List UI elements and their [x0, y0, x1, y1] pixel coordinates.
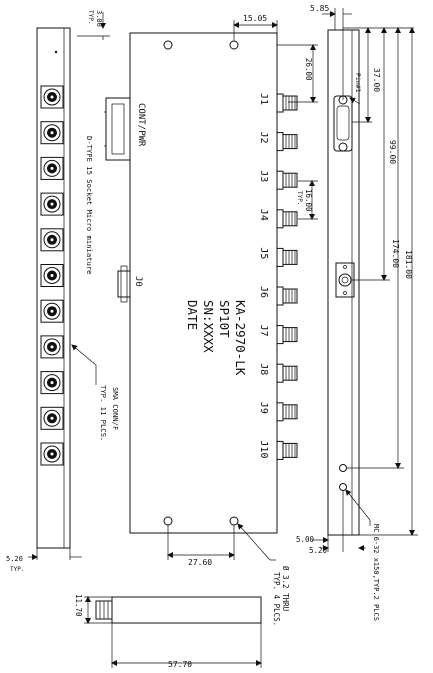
tapped-hole-1: [339, 464, 347, 472]
left-sma-connector-7: [40, 299, 64, 323]
dim-jack-pitch-typ: TYP.: [296, 191, 303, 205]
dim-bottom-left-typ: TYP.: [10, 566, 24, 573]
sma-connector-j1: [276, 93, 298, 113]
date-label: DATE: [185, 300, 200, 330]
port-connector-group: [276, 93, 298, 460]
left-sma-connector-1: [40, 85, 64, 109]
left-sma-connector-group: [40, 50, 64, 466]
mount-hole-top-left: [163, 40, 173, 50]
left-sma-connector-9: [40, 371, 64, 395]
pin-one-label: Pin#1: [354, 73, 362, 93]
thru-hole-count-label: TYP. 4 PLCS.: [272, 572, 281, 626]
mount-hole-bottom-right: [229, 516, 239, 526]
sma-conn-label: SMA CONN/F: [111, 387, 120, 430]
port-label-j3: J3: [258, 170, 269, 182]
sma-count-label: TYP. 11 PLCS.: [99, 385, 108, 441]
port-label-j10: J10: [258, 440, 269, 458]
serial-label: SN:XXXX: [201, 300, 216, 353]
right-dsub-connector: [333, 95, 353, 152]
dim-pin-to-dsub: 37.00: [372, 68, 381, 92]
tapped-hole-2: [339, 483, 347, 491]
dim-top-hole-offset: 15.05: [243, 14, 267, 23]
port-label-j9: J9: [258, 402, 269, 414]
j0-connector: [117, 265, 131, 303]
dim-right-pin-offset: 5.85: [310, 4, 329, 13]
port-label-j5: J5: [258, 247, 269, 259]
right-view-outline: [327, 29, 360, 536]
dim-overall-length: 181.00: [404, 250, 413, 279]
port-label-j8: J8: [258, 363, 269, 375]
sma-connector-j9: [276, 402, 298, 422]
side-view-outline: [111, 596, 262, 624]
dim-right-edge-b: 5.20: [309, 546, 328, 555]
dim-top-left-typ: TYP.: [87, 10, 94, 24]
mount-hole-top-right: [229, 40, 239, 50]
right-mount-hole: [335, 262, 355, 298]
port-label-j2: J2: [258, 132, 269, 144]
main-body-view: CONT/PWR D-TYPE 15 Socket Micro miniatur…: [71, 14, 318, 626]
sma-connector-j5: [276, 247, 298, 267]
sma-connector-j2: [276, 132, 298, 152]
port-label-j1: J1: [258, 93, 269, 105]
port-label-j6: J6: [258, 286, 269, 298]
part-number-label: KA-2970-LK: [233, 300, 248, 376]
dim-bottom-hole-spacing: 27.60: [188, 558, 212, 567]
port-label-j7: J7: [258, 325, 269, 337]
dim-side-view-height: 11.70: [74, 594, 83, 617]
dim-overall-hole-span: 174.00: [391, 239, 400, 268]
sma-connector-j8: [276, 363, 298, 383]
dim-to-mount-hole: 99.00: [388, 140, 397, 164]
sma-connector-j3: [276, 170, 298, 190]
left-sma-connector-10: [40, 406, 64, 430]
dim-first-jack-offset: 26.00: [304, 58, 313, 81]
left-sma-connector-8: [40, 335, 64, 359]
left-strip-outline: [36, 27, 71, 549]
left-sma-connector-4: [40, 192, 64, 216]
mount-hole-bottom-left: [163, 516, 173, 526]
tapped-hole-note: MC 6-32 x150,TYP.2 PLCS: [372, 524, 380, 621]
dim-top-left-offset: 3.00: [95, 10, 103, 27]
j0-label: J0: [133, 276, 143, 287]
left-sma-connector-5: [40, 228, 64, 252]
dim-right-edge-a: 5.00: [296, 535, 315, 544]
left-sma-connector-6: [40, 264, 64, 287]
bottom-side-view: 11.70 57.70: [74, 594, 262, 669]
port-label-j4: J4: [258, 209, 269, 221]
sma-connector-j7: [276, 325, 298, 345]
dim-bottom-left-edge: 5.20: [6, 555, 23, 563]
dim-jack-pitch: 16.00: [304, 189, 313, 212]
dsub-note-label: D-TYPE 15 Socket Micro miniature: [85, 136, 94, 274]
sma-connector-j10: [276, 440, 298, 460]
thru-hole-label: Ø 3.2 THRU: [281, 566, 290, 611]
main-body-outline: [129, 32, 278, 534]
left-sma-connector-3: [40, 156, 64, 180]
right-side-view: 5.85 Pin#1 37.00 99.00 174.00 181.00 5.0…: [296, 4, 418, 621]
left-sma-connector-11: [40, 442, 64, 466]
dim-side-view-length: 57.70: [168, 660, 192, 669]
sma-connector-j4: [276, 209, 298, 229]
dsub-connector: [104, 97, 131, 161]
left-connector-strip-view: 3.00 TYP. 5.20 TYP.: [6, 10, 110, 573]
cont-pwr-label: CONT/PWR: [136, 103, 146, 147]
sma-connector-j6: [276, 286, 298, 306]
left-sma-connector-2: [40, 121, 64, 145]
model-label: SP10T: [217, 300, 232, 338]
